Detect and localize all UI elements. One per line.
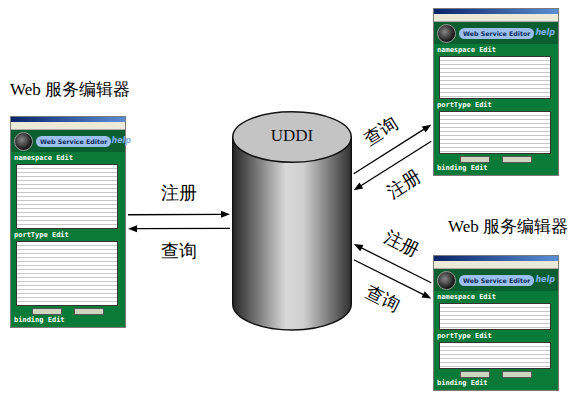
arrow-line [136,228,230,230]
arrow-head [354,183,363,191]
arrow-line [361,248,431,283]
tool-bar [434,14,558,22]
editor-header: Web Service Editorhelp [434,22,558,44]
code-textarea [16,241,118,306]
logo-disc [437,271,456,290]
editor-screenshot: Web Service Editorhelp namespace Edit port… [433,8,559,176]
cylinder-body [233,137,352,330]
editor-header: Web Service Editorhelp [11,130,125,152]
section-label: portType Edit [437,101,555,110]
cylinder-top [233,112,352,163]
message-arrow [128,225,230,232]
arrow-line [128,214,222,216]
editor-body: namespace Edit portType Edit binding Edit [434,44,558,175]
caption-anchor: Web 服务编辑器 [448,216,568,237]
logo-disc [437,24,456,43]
editor-body: namespace Edit portType Edit binding Edit [434,291,558,390]
code-textarea [439,342,551,369]
editor-title: Web Service Editor [459,28,534,39]
edge-label: 注册 [160,182,198,202]
editor-header: Web Service Editorhelp [434,269,558,291]
logo-disc [14,132,33,151]
arrow-head [422,125,431,133]
arrow-head [354,244,364,251]
help-link: help [535,275,555,285]
edge-label: 查询 [361,281,404,316]
button-row [437,371,555,378]
edge-label: 查询 [160,240,198,260]
form-button [460,371,490,378]
form-button [74,308,104,315]
section-label: portType Edit [14,231,122,240]
section-label: namespace Edit [437,46,555,55]
editor-screenshot: Web Service Editorhelp namespace Edit port… [433,255,559,391]
section-label: binding Edit [437,164,555,173]
editor-body: namespace Edit portType Edit binding Edit [11,152,125,327]
arrow-head [221,211,230,218]
editor-caption: Web 服务编辑器 [10,79,130,100]
section-label: namespace Edit [437,293,555,302]
form-button [502,156,532,163]
cylinder-label: UDDI [232,126,352,146]
code-textarea [439,303,551,330]
editor-title: Web Service Editor [36,136,111,147]
form-button [460,156,490,163]
edge-label: 查询 [359,112,402,149]
message-arrow [128,211,230,218]
editor-screenshot: Web Service Editorhelp namespace Edit port… [10,116,126,328]
form-button [32,308,62,315]
code-textarea [439,111,551,154]
help-link: help [535,28,555,38]
help-link: help [111,136,131,146]
arrow-line [354,260,424,295]
section-label: binding Edit [14,316,122,325]
section-label: namespace Edit [14,154,122,163]
edge-label: 注册 [381,226,424,261]
tool-bar [11,122,125,130]
button-row [14,308,122,315]
caption-anchor: Web 服务编辑器 [10,79,130,100]
form-button [502,371,532,378]
tool-bar [434,261,558,269]
button-row [437,156,555,163]
section-label: portType Edit [437,332,555,341]
registry-cylinder: UDDI [232,111,352,331]
editor-caption: Web 服务编辑器 [448,216,568,237]
edge-label: 注册 [383,166,426,203]
code-textarea [439,56,551,99]
arrow-head [128,225,137,232]
section-label: binding Edit [437,379,555,388]
code-textarea [16,164,118,229]
editor-title: Web Service Editor [459,275,534,286]
arrow-head [422,291,432,298]
